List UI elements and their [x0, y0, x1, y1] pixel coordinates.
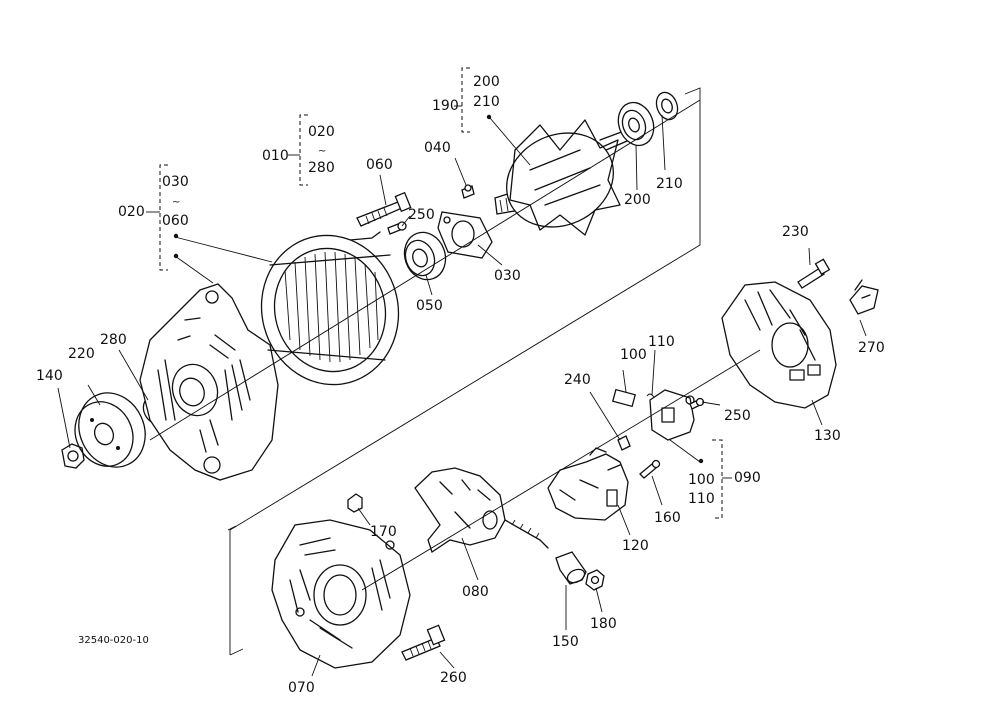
part-080-rectifier — [414, 467, 549, 554]
part-270-cap — [849, 279, 879, 315]
part-160-screw — [639, 459, 661, 479]
part-070-rear-housing — [271, 519, 411, 669]
label-250-lower: 250 — [724, 408, 751, 424]
label-260: 260 — [440, 670, 467, 686]
label-030-group: 030 — [162, 174, 189, 190]
part-front-housing — [139, 283, 279, 481]
part-050-bearing — [403, 231, 447, 281]
figure-code: 32540-020-10 — [78, 635, 149, 646]
label-180: 180 — [590, 616, 617, 632]
label-200-group: 200 — [473, 74, 500, 90]
label-050: 050 — [416, 298, 443, 314]
label-250-upper: 250 — [408, 207, 435, 223]
part-230-bolt — [797, 258, 831, 289]
part-140-nut — [61, 443, 85, 469]
part-120-regulator — [547, 447, 629, 521]
label-030: 030 — [494, 268, 521, 284]
part-060-bolt — [356, 191, 412, 227]
group-brackets — [159, 67, 723, 519]
label-100: 100 — [620, 347, 647, 363]
part-stator — [260, 231, 400, 386]
label-110: 110 — [648, 334, 675, 350]
part-090-brush-holder — [649, 389, 695, 441]
label-090: 090 — [734, 470, 761, 486]
part-220-pulley — [74, 392, 146, 468]
part-250-screw-upper — [387, 221, 407, 235]
part-240-screw — [617, 435, 631, 451]
tilde-020: ~ — [172, 197, 180, 208]
label-060-group: 060 — [162, 213, 189, 229]
label-010: 010 — [262, 148, 289, 164]
part-150-insulator — [555, 551, 587, 585]
label-280: 280 — [100, 332, 127, 348]
part-200-bearing — [617, 101, 655, 147]
leader-lines — [57, 99, 867, 677]
label-210: 210 — [656, 176, 683, 192]
part-180-nut — [585, 569, 605, 591]
frame-lines — [227, 87, 701, 656]
label-140: 140 — [36, 368, 63, 384]
label-200: 200 — [624, 192, 651, 208]
label-150: 150 — [552, 634, 579, 650]
part-labels: 190 200 210 010 020 ~ 280 040 060 250 02… — [36, 74, 885, 696]
label-130: 130 — [814, 428, 841, 444]
label-080: 080 — [462, 584, 489, 600]
label-040: 040 — [424, 140, 451, 156]
part-100-brush — [611, 388, 637, 408]
label-020: 020 — [118, 204, 145, 220]
label-270: 270 — [858, 340, 885, 356]
label-120: 120 — [622, 538, 649, 554]
label-110-group: 110 — [688, 491, 715, 507]
part-040-screw — [461, 184, 475, 199]
label-220: 220 — [68, 346, 95, 362]
label-060: 060 — [366, 157, 393, 173]
label-240: 240 — [564, 372, 591, 388]
label-230: 230 — [782, 224, 809, 240]
part-170-screw — [347, 493, 363, 513]
label-170: 170 — [370, 524, 397, 540]
part-130-rear-cover — [721, 281, 837, 409]
part-260-bolt — [401, 624, 446, 661]
label-070: 070 — [288, 680, 315, 696]
part-030-retainer — [437, 211, 493, 259]
label-190: 190 — [432, 98, 459, 114]
tilde-010: ~ — [318, 146, 326, 157]
label-160: 160 — [654, 510, 681, 526]
part-210-washer — [655, 91, 679, 121]
leader-dots — [173, 114, 704, 464]
label-100-group: 100 — [688, 472, 715, 488]
label-020-group: 020 — [308, 124, 335, 140]
label-210-group: 210 — [473, 94, 500, 110]
label-280-group: 280 — [308, 160, 335, 176]
part-250-screw-lower — [689, 397, 705, 410]
